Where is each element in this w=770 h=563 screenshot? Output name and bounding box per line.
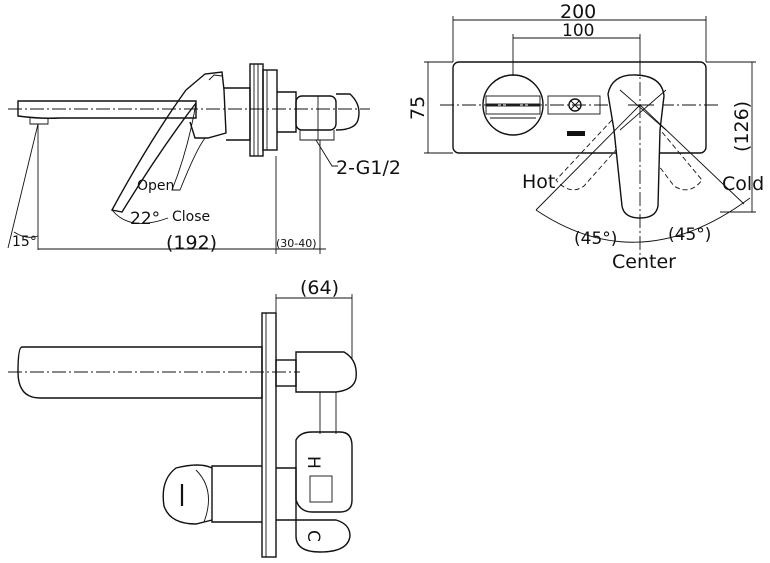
front-swing-left-ray [535, 104, 641, 211]
top-mixer-window [309, 475, 333, 503]
front-diverter-slot-top [485, 95, 541, 105]
front-angle-right: (45°) [668, 225, 711, 245]
side-spout [17, 100, 197, 119]
top-valve-cap [295, 351, 357, 393]
front-swing-right-ray [639, 104, 745, 205]
front-plate [452, 61, 707, 154]
side-wall-plate [249, 63, 264, 157]
top-depth-label: (64) [300, 277, 339, 299]
side-open-label: Open [137, 178, 174, 194]
front-hot-label: Hot [522, 171, 555, 193]
front-angle-left: (45°) [574, 229, 617, 249]
side-connection-label: 2-G1/2 [336, 157, 401, 179]
front-lever-hot-position [555, 119, 639, 191]
side-valve-body [295, 95, 337, 131]
side-spout-angle: 15° [12, 234, 37, 250]
top-lever-handle [162, 464, 213, 525]
side-connection-leader [315, 139, 338, 167]
front-center-label: Center [612, 251, 676, 273]
front-brand-logo [567, 131, 585, 136]
side-spout-angle-arc [13, 231, 39, 238]
front-spacing-label: 100 [562, 21, 594, 41]
front-width-label: 200 [560, 1, 596, 23]
side-wall-label: (30-40) [276, 237, 317, 250]
front-swing-arc [535, 197, 751, 243]
side-aerator [29, 118, 49, 125]
front-screw-slot-b [570, 100, 580, 110]
top-mark-hot: H [303, 456, 323, 469]
front-lever-cross-b [619, 89, 667, 131]
front-indicator-screw [568, 98, 582, 112]
side-close-label: Close [172, 209, 210, 225]
side-handle-close [110, 89, 197, 213]
top-lever-neck [211, 465, 262, 523]
top-view: H C (64) [8, 277, 357, 558]
side-handle-open [171, 102, 206, 191]
front-cold-label: Cold [722, 173, 764, 195]
side-close-angle: 22° [130, 209, 160, 229]
side-valve-bottom [299, 130, 335, 141]
side-lever-body [185, 71, 227, 139]
top-spout [17, 346, 263, 399]
front-height-label: 75 [407, 96, 429, 120]
side-body-neck [224, 87, 251, 141]
front-view: (45°) (45°) Hot Cold Center 200 100 75 (… [407, 1, 764, 273]
side-lever-top [208, 74, 223, 81]
side-valve-neck [277, 91, 297, 133]
front-indicator-window [547, 95, 601, 115]
side-length-label: (192) [166, 232, 217, 254]
side-view: 2-G1/2 Open Close 22° 15° (192) (30-40) [7, 63, 401, 254]
side-valve-cap [335, 93, 360, 131]
top-valve-inlet [275, 359, 297, 387]
side-spout-slant [7, 123, 39, 249]
top-mixer-body [295, 431, 353, 513]
top-wall-plate [261, 312, 277, 558]
top-mixer-bottom [295, 519, 351, 553]
side-wall-flange [262, 69, 278, 151]
front-lever-handle [607, 74, 665, 219]
top-mixer-neck [276, 467, 297, 521]
side-close-angle-arc [111, 209, 169, 224]
top-mark-cold: C [303, 530, 323, 542]
top-lever-edge [195, 469, 209, 523]
front-reach-label: (126) [731, 101, 753, 152]
front-diverter-slot-bottom [485, 105, 541, 115]
